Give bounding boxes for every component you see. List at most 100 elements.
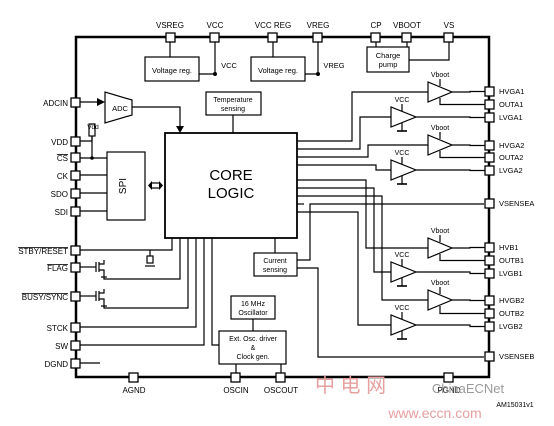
pin-lvga2[interactable] [484, 165, 495, 176]
hs-supply-label-a1: Vboot [431, 72, 449, 79]
regulator-2-label: Voltage reg. [258, 66, 298, 75]
pin-label-vs: VS [444, 21, 455, 30]
pin-hvga2[interactable] [484, 140, 495, 151]
pin-oscout[interactable] [275, 372, 286, 383]
voltage-regulator-1 [144, 56, 200, 82]
pin-outa1[interactable] [484, 99, 495, 110]
low-side-driver-a1 [390, 106, 418, 128]
ls-output-wire-b2 [416, 324, 485, 328]
pin-flag[interactable] [70, 262, 81, 273]
core-logic-label-1: CORE [209, 167, 252, 184]
flag-transistor-icon [95, 260, 107, 278]
pin-outb2[interactable] [484, 308, 495, 319]
pin-pgnd[interactable] [443, 372, 454, 383]
pin-vsenseb[interactable] [484, 351, 495, 362]
current-sensing-label-1: Current [263, 258, 286, 265]
hs-supply-label-a2: Vboot [431, 125, 449, 132]
low-side-driver-b2 [390, 314, 418, 336]
pin-label-hvga1: HVGA1 [499, 87, 524, 96]
pin-label-vcc: VCC [207, 21, 224, 30]
pin-vreg[interactable] [312, 32, 323, 43]
oscillator-label-1: 16 MHz [241, 301, 266, 308]
pin-cp[interactable] [370, 32, 381, 43]
pin-sdi[interactable] [70, 206, 81, 217]
pin-vdd[interactable] [70, 136, 81, 147]
osc-driver-label-1: Ext. Osc. driver [229, 336, 278, 343]
pin-label-outb2: OUTB2 [499, 309, 524, 318]
voltage-regulator-2 [250, 56, 306, 82]
pin-outa2[interactable] [484, 152, 495, 163]
regulator-1-label: Voltage reg. [152, 66, 192, 75]
core-fanout [297, 91, 428, 326]
pin-vcc[interactable] [209, 32, 220, 43]
pin-oscin[interactable] [230, 372, 241, 383]
current-sensing-label-2: sensing [263, 267, 287, 274]
osc-driver-label-3: Clock gen. [236, 354, 269, 361]
pin-sw[interactable] [70, 340, 81, 351]
adc-input-arrow [97, 98, 105, 106]
pin-dgnd[interactable] [70, 358, 81, 369]
pin-label-vdd: VDD [51, 138, 68, 147]
pin-label-lvgb2: LVGB2 [499, 322, 523, 331]
low-side-driver-b1 [390, 261, 418, 283]
node-vcc [213, 72, 217, 76]
pin-label-stby-reset: STBY/RESET [18, 247, 68, 256]
spi-bus-arrow-left [148, 181, 152, 190]
pin-vcc-reg[interactable] [267, 32, 278, 43]
pin-label-outb1: OUTB1 [499, 256, 524, 265]
adc-block [104, 91, 133, 124]
pin-label-stck: STCK [47, 324, 69, 333]
pin-lvgb2[interactable] [484, 321, 495, 332]
pin-stck[interactable] [70, 322, 81, 333]
pin-cs[interactable] [70, 152, 81, 163]
pin-agnd[interactable] [128, 372, 139, 383]
low-side-driver-a2 [390, 159, 418, 181]
pin-label-flag: FLAG [47, 264, 68, 273]
high-side-driver-a1 [427, 81, 454, 103]
pin-hvgb2[interactable] [484, 295, 495, 306]
pin-label-vsenseb: VSENSEB [499, 352, 534, 361]
pin-label-cs: CS [57, 154, 68, 163]
pin-adcin[interactable] [70, 97, 81, 108]
pin-vsensea[interactable] [484, 198, 495, 209]
pin-label-busy-sync: BUSY/SYNC [22, 293, 68, 302]
pin-lvgb1[interactable] [484, 268, 495, 279]
watermark-cn: 中 电 网 [315, 374, 386, 397]
pin-label-cp: CP [370, 21, 381, 30]
hs-output-wire-b1 [452, 246, 485, 249]
vsense-wiring [297, 203, 484, 358]
pin-label-lvga1: LVGA1 [499, 113, 523, 122]
osc-driver-block [218, 330, 287, 365]
spi-label: SPI [118, 178, 129, 194]
pin-label-hvb1: HVB1 [499, 243, 519, 252]
pin-lvga1[interactable] [484, 112, 495, 123]
pin-vsreg[interactable] [165, 32, 176, 43]
pin-ck[interactable] [70, 170, 81, 181]
top-pins: VSREG VCC VCC REG VREG CP VBOOT VS [156, 21, 455, 43]
pin-vboot[interactable] [401, 32, 412, 43]
temperature-label-1: Temperature [213, 97, 252, 104]
hs-ref-wire-b1 [439, 254, 485, 262]
pin-sdo[interactable] [70, 188, 81, 199]
hs-output-wire-a2 [452, 144, 485, 147]
pin-busy-sync[interactable] [70, 291, 81, 302]
pin-label-vcc-reg: VCC REG [255, 21, 291, 30]
hs-supply-label-b1: Vboot [431, 228, 449, 235]
pin-label-vreg: VREG [307, 21, 330, 30]
regulator-1-output-label: VCC [221, 61, 237, 70]
pin-label-sdo: SDO [51, 190, 68, 199]
pin-label-vsensea: VSENSEA [499, 199, 534, 208]
vdd-resistor-label: Vdd [87, 124, 99, 131]
stby-ground-icon [145, 255, 155, 267]
ls-supply-label-b1: VCC [395, 252, 410, 259]
pin-outb1[interactable] [484, 255, 495, 266]
hs-output-wire-a1 [452, 90, 485, 93]
pin-hvga1[interactable] [484, 86, 495, 97]
pin-label-lvgb1: LVGB1 [499, 269, 523, 278]
pin-label-lvga2: LVGA2 [499, 166, 523, 175]
watermark-site: ChinaECNet [432, 381, 505, 396]
pin-vs[interactable] [443, 32, 454, 43]
pin-hvb1[interactable] [484, 242, 495, 253]
pin-stby-reset[interactable] [70, 245, 81, 256]
pin-label-sdi: SDI [55, 208, 68, 217]
